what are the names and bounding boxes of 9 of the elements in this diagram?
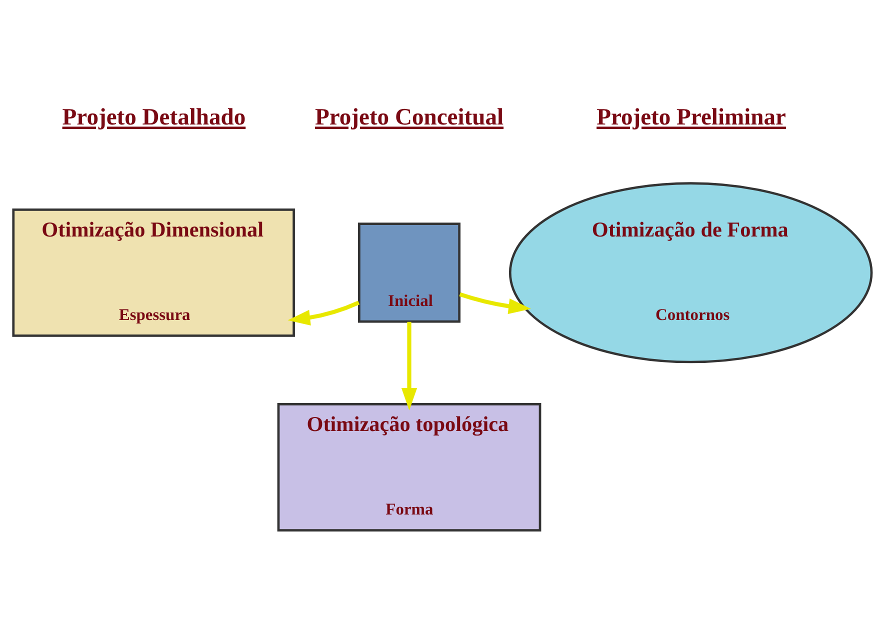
arrow <box>459 292 532 314</box>
arrow <box>288 300 360 325</box>
node-box: Otimização topológica Forma <box>277 402 542 531</box>
label: Projeto Preliminar <box>596 104 786 130</box>
node-box: Otimização Dimensional Espessura <box>12 208 295 336</box>
arrow <box>401 321 418 410</box>
label: Projeto Conceitual <box>315 104 504 130</box>
label: Projeto Detalhado <box>62 104 246 130</box>
node-box: Inicial <box>358 222 460 322</box>
